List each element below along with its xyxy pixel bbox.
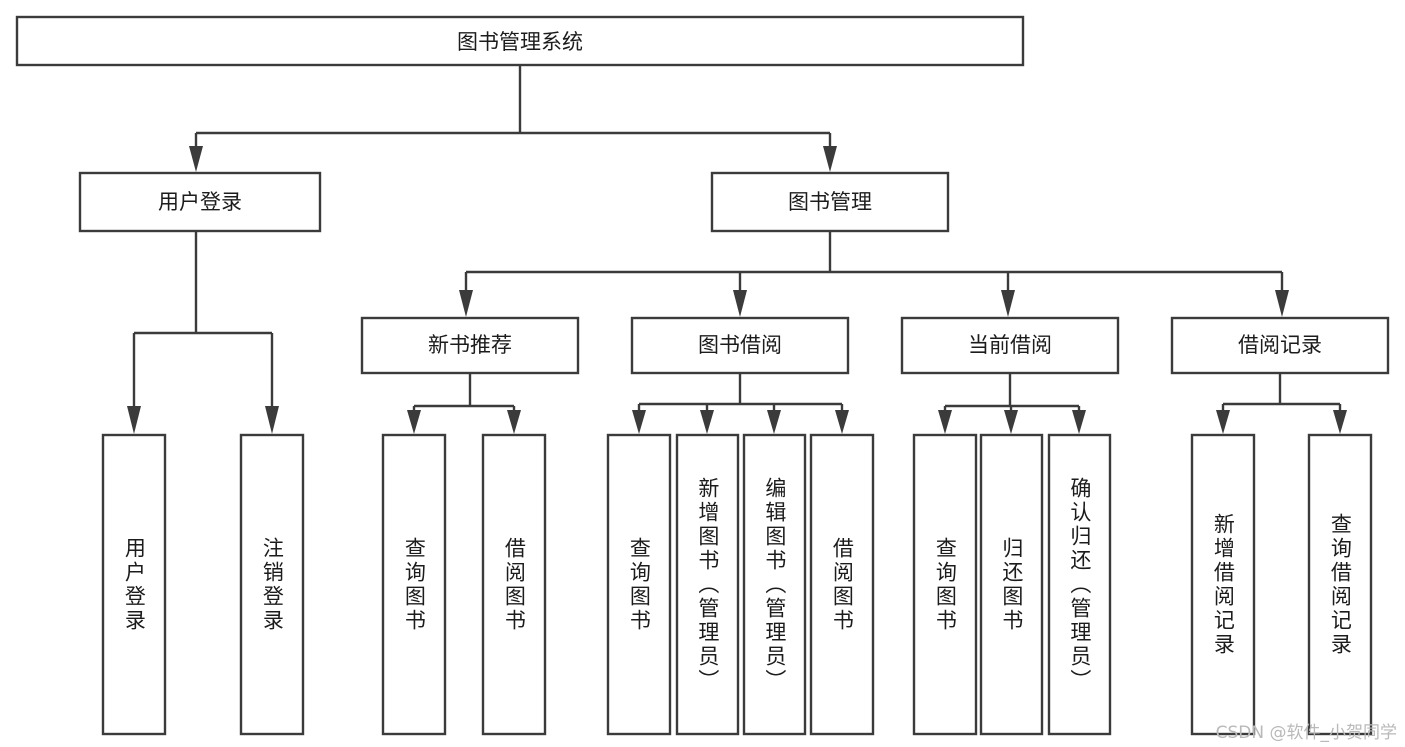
node-root-label: 图书管理系统 (457, 30, 583, 54)
node-leaf-borrow-book-1[interactable] (481, 433, 547, 736)
node-leaf-user-login[interactable] (101, 433, 167, 736)
node-leaf-logout[interactable] (239, 433, 305, 736)
node-borrow-record-label: 借阅记录 (1238, 333, 1322, 357)
node-book-manage-label: 图书管理 (788, 190, 872, 214)
node-new-book-recommend-label: 新书推荐 (428, 333, 512, 357)
arrow-head-bookborrow-leaf-2 (700, 410, 714, 434)
node-leaf-add-book-admin[interactable] (675, 433, 740, 736)
node-user-login-label: 用户登录 (158, 190, 242, 214)
node-root[interactable] (15, 15, 1025, 67)
node-leaf-confirm-return-admin[interactable] (1047, 433, 1112, 736)
arrow-head-bookborrow-leaf-3 (767, 410, 781, 434)
node-user-login[interactable] (78, 171, 322, 233)
node-leaf-query-borrow-record[interactable] (1307, 433, 1373, 736)
node-leaf-edit-book-admin[interactable] (742, 433, 807, 736)
arrow-head-currentborrow-leaf-3 (1072, 410, 1086, 434)
arrow-head-borrowrecord-leaf-1 (1216, 410, 1230, 434)
node-leaf-borrow-book-2[interactable] (809, 433, 875, 736)
arrow-head-newbook-leaf-2 (507, 410, 521, 434)
node-book-borrow-label: 图书借阅 (698, 333, 782, 357)
arrow-head-book-borrow (733, 290, 747, 317)
node-book-borrow[interactable] (630, 316, 850, 375)
arrow-head-new-book-recommend (459, 290, 473, 317)
arrow-head-current-borrow (1001, 290, 1015, 317)
arrow-head-newbook-leaf-1 (407, 410, 421, 434)
arrow-head-currentborrow-leaf-2 (1004, 410, 1018, 434)
arrow-head-leaf-user-login (127, 406, 141, 434)
arrow-head-bookborrow-leaf-4 (835, 410, 849, 434)
node-leaf-return-book[interactable] (979, 433, 1044, 736)
node-current-borrow-label: 当前借阅 (968, 333, 1052, 357)
node-leaf-query-book-2[interactable] (606, 433, 672, 736)
arrow-head-borrow-record (1275, 290, 1289, 317)
connector-layer (127, 65, 1347, 434)
node-leaf-query-book-3[interactable] (912, 433, 978, 736)
arrow-head-bookborrow-leaf-1 (632, 410, 646, 434)
node-leaf-query-book-1[interactable] (381, 433, 447, 736)
node-book-manage[interactable] (710, 171, 950, 233)
arrow-head-borrowrecord-leaf-2 (1333, 410, 1347, 434)
arrow-head-user-login (189, 146, 203, 172)
node-layer: 图书管理系统 用户登录 图书管理 新书推荐 图书借阅 当前借阅 借阅记录 (15, 15, 1390, 736)
node-current-borrow[interactable] (900, 316, 1120, 375)
node-leaf-add-borrow-record[interactable] (1190, 433, 1256, 736)
node-new-book-recommend[interactable] (360, 316, 580, 375)
node-borrow-record[interactable] (1170, 316, 1390, 375)
arrow-head-currentborrow-leaf-1 (938, 410, 952, 434)
watermark-text: CSDN @软件_小贺同学 (1215, 723, 1397, 743)
arrow-head-book-manage (823, 146, 837, 172)
arrow-head-leaf-logout (265, 406, 279, 434)
